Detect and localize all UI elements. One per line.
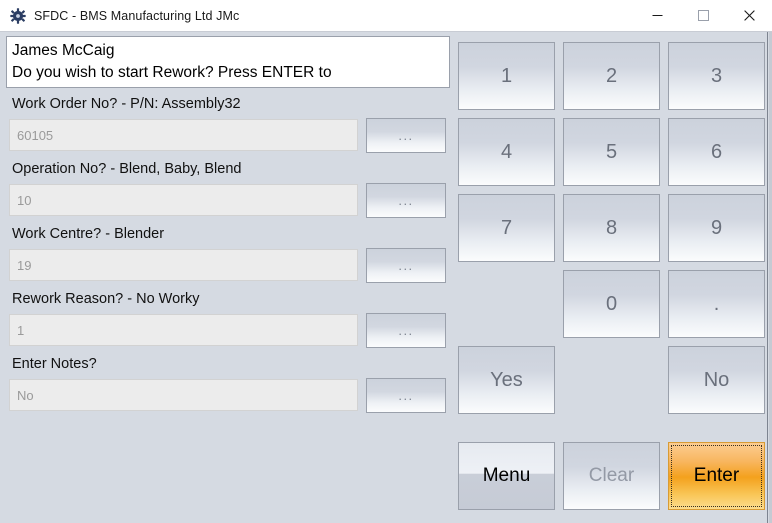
key-4[interactable]: 4 [458,118,555,186]
enter-button-label: Enter [693,465,740,486]
key-7[interactable]: 7 [458,194,555,262]
field-row: ... [9,313,446,348]
field-row: ... [9,378,446,413]
key-2[interactable]: 2 [563,42,660,110]
numeric-keypad: 1 2 3 4 5 6 7 8 9 0 . Yes No Menu Clear … [452,32,768,523]
work-centre-input[interactable] [9,249,358,281]
key-decimal-point[interactable]: . [668,270,765,338]
field-label: Rework Reason? - No Worky [12,291,200,307]
field-operation-no: Operation No? - Blend, Baby, Blend ... [0,161,452,226]
field-label: Work Centre? - Blender [12,226,165,242]
field-enter-notes: Enter Notes? ... [0,356,452,421]
field-row: ... [9,248,446,283]
operation-no-input[interactable] [9,184,358,216]
key-8[interactable]: 8 [563,194,660,262]
maximize-icon[interactable] [680,0,726,31]
clear-button[interactable]: Clear [563,442,660,510]
rework-reason-browse-button[interactable]: ... [366,313,446,348]
field-list: Work Order No? - P/N: Assembly32 ... Ope… [0,96,452,421]
field-label: Operation No? - Blend, Baby, Blend [12,161,242,177]
key-3[interactable]: 3 [668,42,765,110]
vertical-scrollbar[interactable] [767,32,772,523]
operation-no-browse-button[interactable]: ... [366,183,446,218]
work-order-no-browse-button[interactable]: ... [366,118,446,153]
field-label: Enter Notes? [12,356,97,372]
key-5[interactable]: 5 [563,118,660,186]
gear-icon [10,7,26,24]
field-label: Work Order No? - P/N: Assembly32 [12,96,241,112]
close-icon[interactable] [726,0,772,31]
key-no[interactable]: No [668,346,765,414]
field-row: ... [9,183,446,218]
enter-button[interactable]: Enter [668,442,765,510]
prompt-line-2: Do you wish to start Rework? Press ENTER… [12,64,332,81]
minimize-icon[interactable] [634,0,680,31]
enter-notes-browse-button[interactable]: ... [366,378,446,413]
field-row: ... [9,118,446,153]
key-9[interactable]: 9 [668,194,765,262]
field-rework-reason: Rework Reason? - No Worky ... [0,291,452,356]
menu-button[interactable]: Menu [458,442,555,510]
window-title: SFDC - BMS Manufacturing Ltd JMc [34,8,240,23]
work-centre-browse-button[interactable]: ... [366,248,446,283]
title-bar: SFDC - BMS Manufacturing Ltd JMc [0,0,772,32]
enter-notes-input[interactable] [9,379,358,411]
scrollbar-thumb[interactable] [769,32,772,523]
window-controls [634,0,772,31]
field-work-order-no: Work Order No? - P/N: Assembly32 ... [0,96,452,161]
field-work-centre: Work Centre? - Blender ... [0,226,452,291]
work-order-no-input[interactable] [9,119,358,151]
prompt-line-1: James McCaig [12,42,115,59]
key-yes[interactable]: Yes [458,346,555,414]
rework-reason-input[interactable] [9,314,358,346]
key-1[interactable]: 1 [458,42,555,110]
prompt-message-box: James McCaig Do you wish to start Rework… [6,36,450,88]
key-0[interactable]: 0 [563,270,660,338]
form-panel: James McCaig Do you wish to start Rework… [0,32,452,523]
key-6[interactable]: 6 [668,118,765,186]
